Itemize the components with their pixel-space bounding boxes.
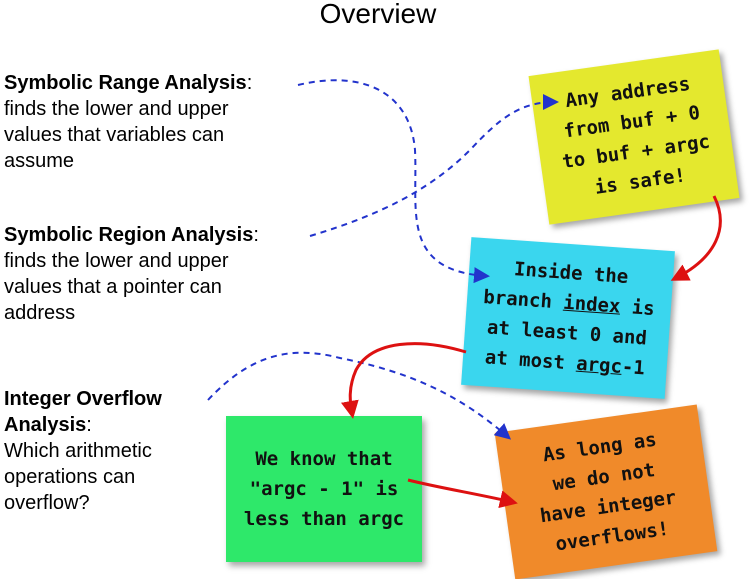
note-line: less than argc: [243, 508, 405, 530]
integer-overflow-heading: Analysis: [4, 414, 87, 436]
note-line: "argc - 1" is: [249, 478, 399, 500]
description-line: operations can: [4, 466, 136, 488]
yellow-to-cyan-arrow: [670, 195, 722, 281]
description-line: values that a pointer can: [4, 276, 222, 298]
heading-colon: :: [86, 414, 92, 436]
description-line: address: [4, 302, 76, 324]
description-line: finds the lower and upper: [4, 250, 229, 272]
cyan-to-green-arrow: [340, 342, 467, 419]
description-line: finds the lower and upper: [4, 98, 229, 120]
overflow-to-orange-arrow: [207, 351, 512, 440]
green-to-orange-arrow: [407, 478, 518, 509]
description-line: values that variables can: [4, 124, 225, 146]
symbolic-region-heading: Symbolic Region Analysis: [4, 224, 254, 246]
description-line: Which arithmetic: [4, 440, 152, 462]
region-to-yellow-arrow: [309, 94, 559, 237]
description-line: assume: [4, 150, 75, 172]
range-to-cyan-arrow: [297, 79, 490, 284]
integer-overflow-heading: Integer Overflow: [4, 388, 162, 410]
description-line: overflow?: [4, 492, 90, 514]
symbolic-range-heading: Symbolic Range Analysis: [4, 72, 247, 94]
symbolic-region-analysis-block: Symbolic Region Analysis: finds the lowe…: [4, 222, 259, 326]
symbolic-range-analysis-block: Symbolic Range Analysis: finds the lower…: [4, 70, 252, 174]
green-sticky-note: We know that "argc - 1" is less than arg…: [226, 416, 422, 562]
note-line: We know that: [255, 448, 393, 470]
page-title: Overview: [319, 0, 437, 29]
integer-overflow-analysis-block: Integer Overflow Analysis: Which arithme…: [4, 386, 162, 516]
heading-colon: :: [246, 72, 253, 94]
heading-colon: :: [253, 224, 259, 246]
